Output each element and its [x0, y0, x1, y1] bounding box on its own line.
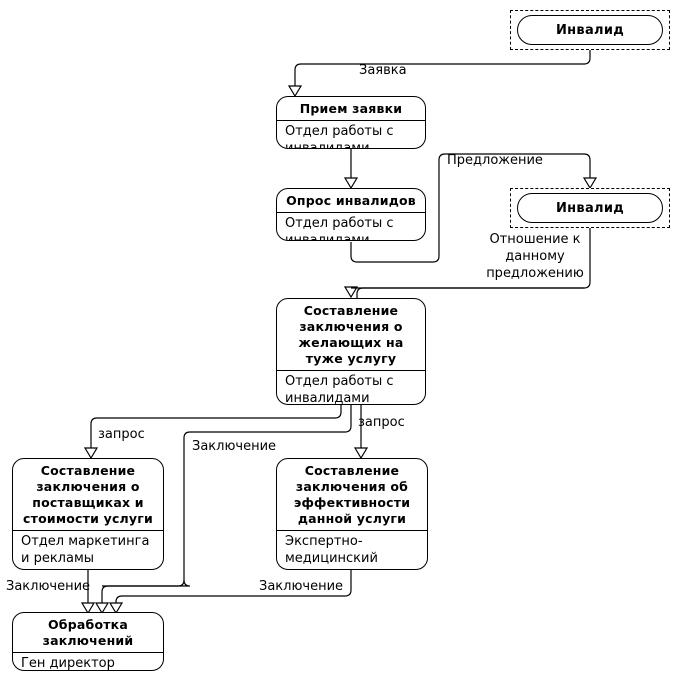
activity-title: Обработка заключений: [42, 617, 134, 648]
node-divider: [277, 120, 425, 121]
edge-label-otnoshenie: Отношение к данному предложению: [486, 232, 584, 281]
edge-label-zapros-right: запрос: [358, 415, 405, 430]
actor-node-label: Инвалид: [555, 200, 625, 216]
activity-title: Составление заключения о поставщиках и с…: [23, 463, 153, 526]
node-divider: [277, 212, 425, 213]
activity-title: Составление заключения о желающих на туж…: [298, 303, 404, 366]
edge-zayavka: [287, 50, 591, 98]
edge-label-zaklyuchenie-bottom-left: Заключение: [6, 579, 91, 594]
activity-node-priem-zayavki[interactable]: Прием заявки Отдел работы с инвалидами: [276, 96, 426, 149]
edge-label-zapros-left: запрос: [98, 427, 145, 442]
node-divider: [13, 652, 163, 653]
activity-actor: Отдел работы с инвалидами: [285, 374, 394, 405]
actor-node-shape: Инвалид: [517, 15, 663, 45]
activity-node-sostavlenie-zhelayushchih[interactable]: Составление заключения о желающих на туж…: [276, 298, 426, 405]
edge-label-zaklyuchenie-mid: Заключение: [192, 439, 277, 454]
edge-zapros-right: [353, 405, 369, 460]
actor-node-shape: Инвалид: [517, 193, 663, 223]
activity-node-opros-invalidov[interactable]: Опрос инвалидов Отдел работы с инвалидам…: [276, 188, 426, 241]
edge-label-predlozhenie: Предложение: [447, 153, 543, 168]
node-divider: [13, 530, 163, 531]
activity-node-postavshchiki[interactable]: Составление заключения о поставщиках и с…: [12, 458, 164, 570]
edge-label-zaklyuchenie-bottom-right: Заключение: [259, 579, 344, 594]
activity-actor: Отдел работы с инвалидами: [285, 124, 394, 149]
activity-title: Прием заявки: [299, 101, 403, 116]
node-divider: [277, 370, 425, 371]
activity-actor: Отдел работы с инвалидами: [285, 216, 394, 241]
activity-actor: Отдел маркетинга и рекламы: [21, 534, 150, 566]
activity-title: Составление заключения об эффективности …: [293, 463, 411, 526]
activity-actor: Экспертно-медицинский отдел: [285, 534, 378, 569]
node-divider: [277, 530, 427, 531]
activity-actor: Ген директор: [21, 656, 115, 671]
actor-node-invalid-top[interactable]: Инвалид: [510, 10, 670, 50]
edge-label-zayavka: Заявка: [359, 63, 407, 78]
activity-title: Опрос инвалидов: [286, 193, 416, 208]
actor-node-label: Инвалид: [555, 22, 625, 38]
activity-node-effektivnost[interactable]: Составление заключения об эффективности …: [276, 458, 428, 570]
activity-node-obrabotka-zaklyuchenij[interactable]: Обработка заключений Ген директор: [12, 612, 164, 671]
edge-priem-to-opros: [343, 149, 359, 190]
actor-node-invalid-mid[interactable]: Инвалид: [510, 188, 670, 228]
